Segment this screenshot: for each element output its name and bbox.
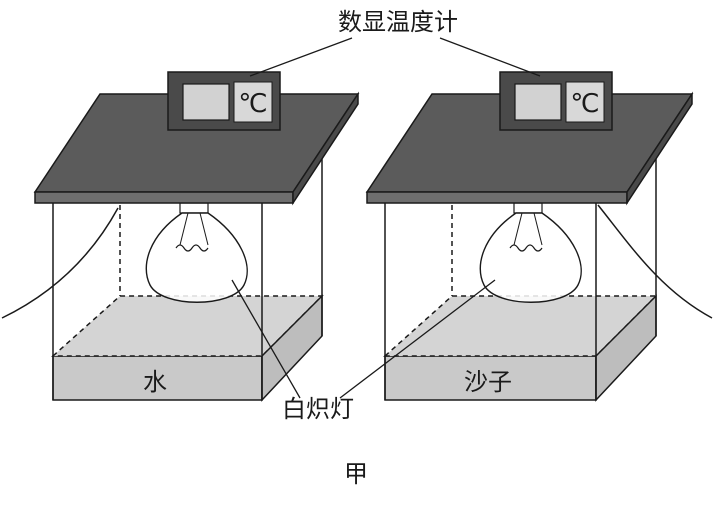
thermometer-unit: ℃: [238, 89, 267, 119]
incandescent-bulb-icon: [479, 202, 582, 303]
lid-side: [626, 91, 693, 206]
lid-front: [34, 191, 294, 204]
sand-surface: [383, 295, 658, 357]
leader-line: [339, 279, 496, 399]
thermometer-unit: ℃: [570, 89, 599, 119]
thermometer-display: [182, 83, 230, 121]
figure-caption: 甲: [344, 460, 368, 488]
digital-thermometer-icon: ℃: [499, 71, 613, 131]
setup-water: ℃ 水: [1, 71, 360, 402]
incandescent-bulb-icon: [145, 202, 248, 303]
digital-thermometer-icon: ℃: [167, 71, 281, 131]
bulb-label: 白炽灯: [282, 395, 354, 423]
setup-sand: ℃ 沙子: [365, 71, 713, 402]
material-label-water: 水: [143, 368, 167, 396]
thermometer-display: [514, 83, 562, 121]
leader-line: [231, 279, 301, 399]
leader-line: [439, 37, 541, 77]
power-cord: [597, 204, 713, 319]
lid-side: [292, 91, 359, 206]
thermometer-label: 数显温度计: [338, 8, 458, 36]
material-label-sand: 沙子: [464, 368, 512, 396]
power-cord: [1, 207, 119, 319]
lid-front: [366, 191, 628, 204]
leader-line: [249, 37, 353, 77]
